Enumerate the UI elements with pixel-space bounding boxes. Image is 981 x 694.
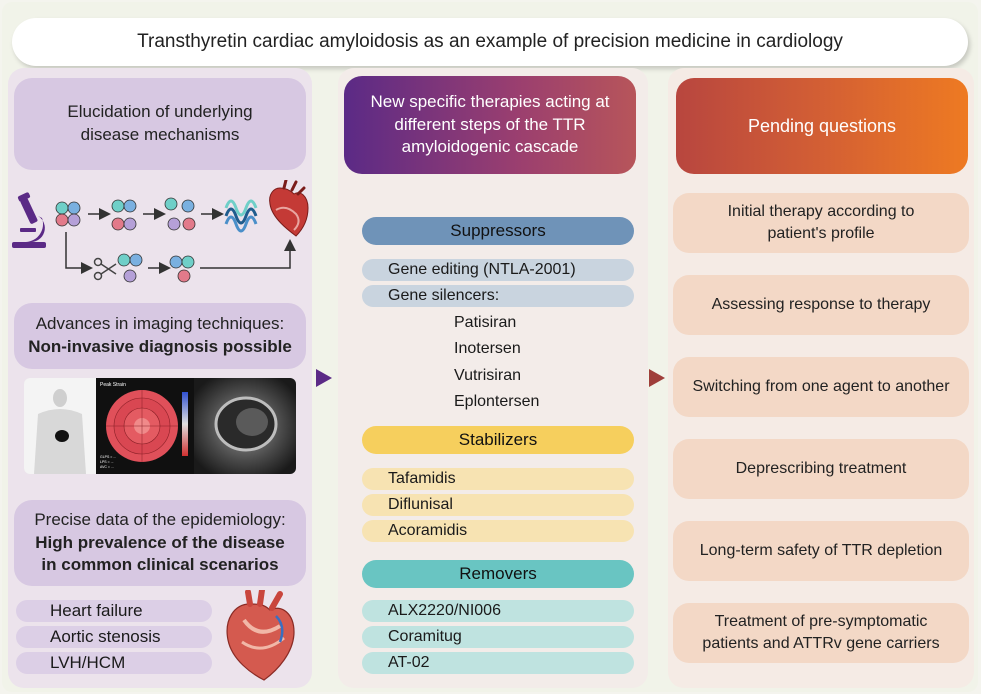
therapy-gene-editing: Gene editing (NTLA-2001) bbox=[362, 259, 634, 281]
scenario-heart-failure: Heart failure bbox=[16, 600, 212, 622]
cleaved-ttr-icon bbox=[117, 253, 143, 283]
arrow-to-questions bbox=[649, 369, 665, 387]
bullseye-footer-text-1: GLPS = ... bbox=[100, 455, 116, 459]
silencer-patisiran: Patisiran bbox=[454, 314, 517, 331]
scenario-aortic-stenosis: Aortic stenosis bbox=[16, 626, 212, 648]
bullseye-header-text: Peak Strain bbox=[100, 382, 126, 388]
question-switching: Switching from one agent to another bbox=[673, 357, 969, 417]
figure-title: Transthyretin cardiac amyloidosis as an … bbox=[12, 18, 968, 66]
dimers-icon bbox=[111, 199, 137, 231]
suppressors-bar: Suppressors bbox=[362, 217, 634, 245]
question-response: Assessing response to therapy bbox=[673, 275, 969, 335]
question-initial-therapy: Initial therapy according to patient's p… bbox=[673, 193, 969, 253]
therapies-header: New specific therapies acting at differe… bbox=[344, 76, 636, 174]
scissors-icon bbox=[93, 257, 117, 281]
heart-icon bbox=[269, 180, 309, 237]
ttr-tetramer-icon bbox=[55, 201, 81, 227]
imaging-title: Advances in imaging techniques: bbox=[35, 314, 285, 334]
removers-bar: Removers bbox=[362, 560, 634, 588]
amyloid-cascade-illustration bbox=[12, 180, 309, 283]
amyloid-fibril-icon bbox=[224, 199, 258, 233]
mechanisms-box: Elucidation of underlying disease mechan… bbox=[14, 78, 306, 170]
therapy-gene-silencers: Gene silencers: bbox=[362, 285, 634, 307]
therapy-coramitug: Coramitug bbox=[362, 626, 634, 648]
microscope-icon bbox=[12, 192, 46, 248]
question-long-term-safety: Long-term safety of TTR depletion bbox=[673, 521, 969, 581]
bullseye-footer-text-3: AVC = ... bbox=[100, 465, 114, 469]
imaging-images: Peak Strain GLPS = ... LPS = ... AVC = .… bbox=[24, 378, 296, 474]
stabilizers-bar: Stabilizers bbox=[362, 426, 634, 454]
therapy-tafamidis: Tafamidis bbox=[362, 468, 634, 490]
question-presymptomatic: Treatment of pre-symptomatic patients an… bbox=[673, 603, 969, 663]
questions-header: Pending questions bbox=[676, 78, 968, 174]
imaging-panel: Peak Strain GLPS = ... LPS = ... AVC = .… bbox=[24, 378, 296, 474]
therapy-at02: AT-02 bbox=[362, 652, 634, 674]
therapy-acoramidis: Acoramidis bbox=[362, 520, 634, 542]
bullseye-footer-text-2: LPS = ... bbox=[100, 460, 114, 464]
therapy-alx2220: ALX2220/NI006 bbox=[362, 600, 634, 622]
fragments-icon bbox=[169, 255, 195, 283]
epidemiology-subtitle-1: High prevalence of the disease bbox=[35, 532, 285, 552]
therapy-diflunisal: Diflunisal bbox=[362, 494, 634, 516]
epidemiology-title: Precise data of the epidemiology: bbox=[34, 509, 286, 529]
scenario-lvh-hcm: LVH/HCM bbox=[16, 652, 212, 674]
strain-bullseye-image: Peak Strain GLPS = ... LPS = ... AVC = .… bbox=[96, 378, 194, 474]
silencer-inotersen: Inotersen bbox=[454, 340, 521, 357]
epidemiology-box: Precise data of the epidemiology: High p… bbox=[14, 500, 306, 586]
imaging-box: Advances in imaging techniques: Non-inva… bbox=[14, 303, 306, 369]
silencer-vutrisiran: Vutrisiran bbox=[454, 367, 521, 384]
arrow-to-therapies bbox=[316, 369, 332, 387]
anatomical-heart-icon bbox=[226, 590, 295, 681]
question-deprescribing: Deprescribing treatment bbox=[673, 439, 969, 499]
epidemiology-subtitle-2: in common clinical scenarios bbox=[41, 555, 279, 575]
imaging-subtitle: Non-invasive diagnosis possible bbox=[28, 337, 292, 356]
monomers-icon bbox=[164, 197, 196, 231]
silencer-eplontersen: Eplontersen bbox=[454, 393, 540, 410]
